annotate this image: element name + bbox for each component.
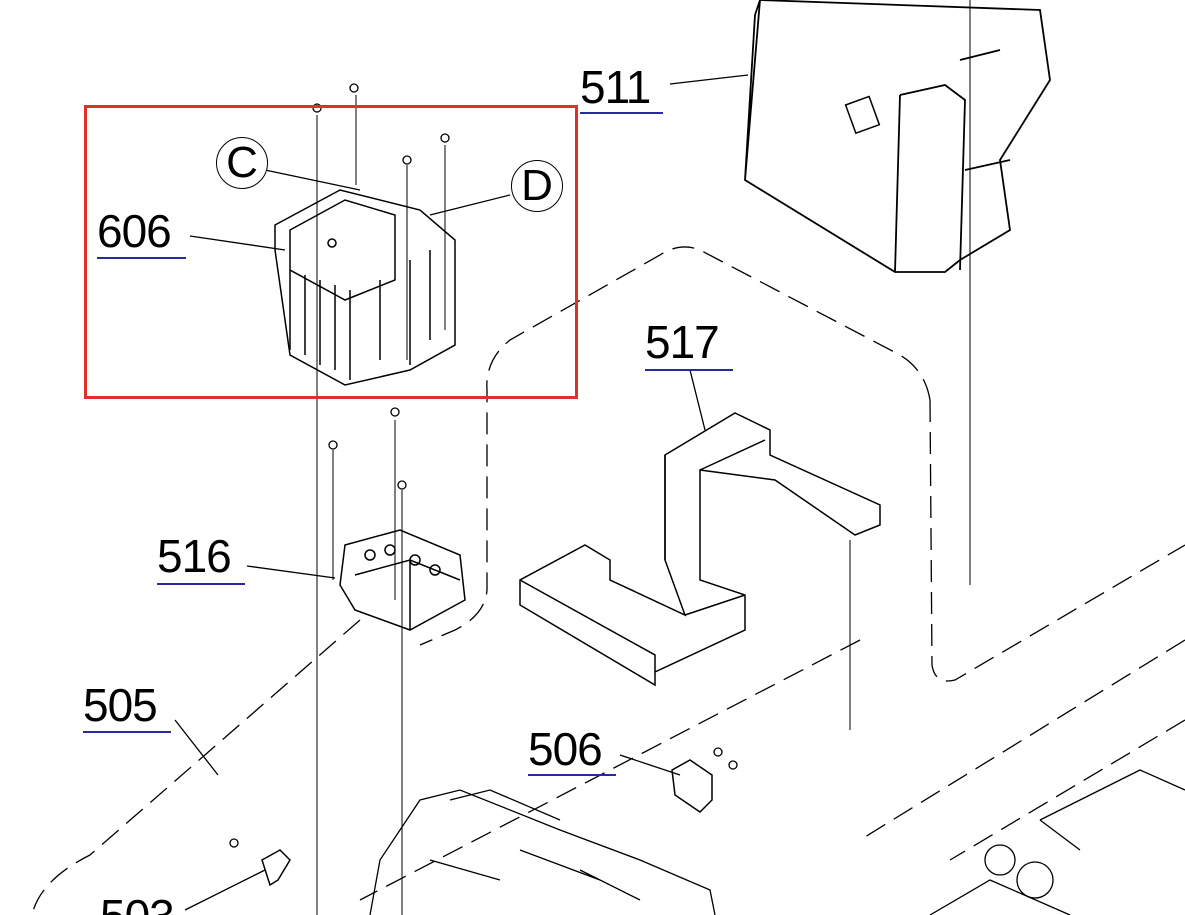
part-511-emblem	[844, 95, 881, 135]
callout-511[interactable]: 511	[580, 61, 651, 113]
group-outline-upper	[419, 246, 931, 646]
callout-516-underline	[157, 583, 245, 585]
screws	[229, 83, 738, 848]
assembly-lines	[316, 0, 971, 915]
group-outline-lower-right	[859, 639, 1185, 861]
callout-506[interactable]: 506	[528, 723, 603, 775]
callout-606-underline	[97, 257, 186, 259]
callout-503[interactable]: 503	[100, 893, 175, 915]
callout-505-underline	[83, 731, 171, 733]
callout-505[interactable]: 505	[83, 679, 158, 731]
detail-marker-d: D	[511, 160, 563, 212]
lower-chassis	[369, 769, 1185, 915]
part-511-cover	[744, 0, 1051, 273]
leader-lines	[174, 74, 749, 911]
part-606-assembly	[274, 189, 456, 386]
callout-517[interactable]: 517	[645, 316, 720, 368]
highlight-box-606	[84, 105, 578, 399]
callout-511-underline	[580, 112, 663, 114]
group-outline-right	[929, 399, 1185, 682]
callout-606[interactable]: 606	[97, 205, 172, 257]
part-503-clip	[261, 849, 291, 887]
callout-506-underline	[528, 774, 616, 776]
callout-516[interactable]: 516	[157, 530, 232, 582]
detail-marker-c: C	[216, 137, 268, 189]
group-outline-lower	[31, 619, 861, 915]
part-516-assembly	[339, 529, 466, 631]
callout-517-underline	[645, 369, 733, 371]
part-506-bracket	[671, 759, 713, 813]
part-517-cable-guide	[519, 412, 881, 687]
